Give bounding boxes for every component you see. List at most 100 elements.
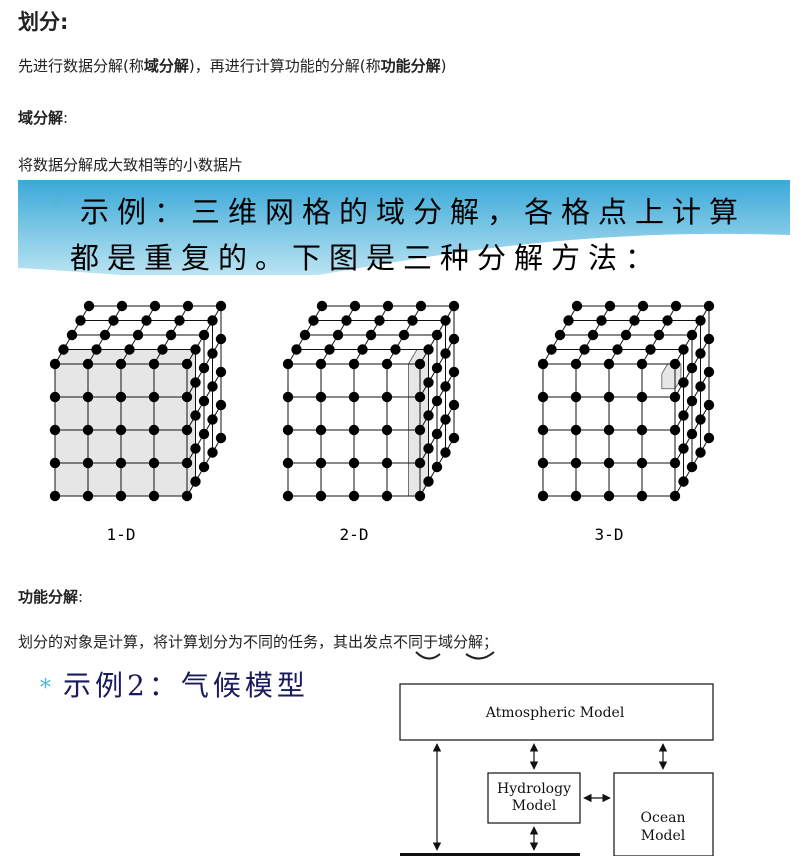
grid-node bbox=[149, 300, 161, 312]
function-subheading-text: 功能分解 bbox=[18, 588, 79, 606]
grid-node bbox=[215, 432, 227, 444]
grid-node bbox=[124, 344, 135, 355]
grid-node bbox=[49, 358, 61, 370]
grid-node bbox=[165, 329, 177, 341]
grid-node bbox=[440, 381, 451, 392]
grid-node bbox=[357, 344, 368, 355]
domain-subheading-colon: : bbox=[63, 109, 69, 127]
grid-node bbox=[440, 315, 451, 326]
grid-node bbox=[348, 424, 360, 436]
grid-node bbox=[299, 329, 311, 341]
grid-node bbox=[341, 315, 352, 326]
function-description: 划分的对象是计算，将计算划分为不同的任务，其出发点不同于域分解； bbox=[18, 633, 499, 651]
grid-node bbox=[570, 424, 582, 436]
grid-node bbox=[670, 300, 682, 312]
grid-node bbox=[291, 344, 302, 355]
grid-node bbox=[82, 424, 94, 436]
grid-node bbox=[603, 457, 615, 469]
grid-node bbox=[546, 344, 557, 355]
grid-node bbox=[636, 358, 648, 370]
atmospheric-model-box bbox=[399, 683, 714, 741]
grid-node bbox=[207, 381, 218, 392]
grid-node bbox=[315, 424, 327, 436]
grid-node bbox=[66, 329, 78, 341]
grid-node bbox=[381, 424, 393, 436]
grid-node bbox=[381, 457, 393, 469]
ocean-label-2: Model bbox=[641, 828, 686, 844]
grid-node bbox=[603, 490, 615, 502]
grid-node bbox=[215, 300, 227, 312]
intro-bold-domain: 域分解 bbox=[143, 57, 189, 75]
grid-node bbox=[148, 457, 160, 469]
grid-node bbox=[695, 348, 706, 359]
grid-node bbox=[148, 424, 160, 436]
grid-node bbox=[414, 358, 426, 370]
grid-node bbox=[703, 366, 715, 378]
grid-node bbox=[198, 362, 210, 374]
grid-node bbox=[431, 461, 443, 473]
grid-node bbox=[181, 358, 193, 370]
grid-node bbox=[116, 300, 128, 312]
grid-node bbox=[554, 329, 566, 341]
section-heading: 划分: bbox=[18, 10, 69, 34]
slide-banner: * 示例：三维网格的域分解，各格点上计算 都是重复的。下图是三种分解方法： bbox=[18, 180, 790, 275]
grid-node bbox=[537, 457, 549, 469]
grid-node bbox=[82, 457, 94, 469]
grid-node bbox=[423, 476, 434, 487]
grid-node bbox=[448, 432, 460, 444]
grid-node bbox=[669, 391, 681, 403]
grid-node bbox=[669, 457, 681, 469]
grid-node bbox=[653, 329, 665, 341]
cube-label-3: 3-D bbox=[595, 525, 624, 544]
grid-node bbox=[678, 410, 689, 421]
grid-node bbox=[49, 424, 61, 436]
grid-node bbox=[382, 300, 394, 312]
grid-node bbox=[645, 344, 656, 355]
grid-node bbox=[115, 424, 127, 436]
grid-node bbox=[315, 490, 327, 502]
grid-node bbox=[82, 391, 94, 403]
grid-node bbox=[215, 366, 227, 378]
grid-node bbox=[414, 457, 426, 469]
column-2d-region bbox=[408, 349, 429, 497]
grid-node bbox=[431, 395, 443, 407]
grid-node bbox=[108, 315, 119, 326]
grid-node bbox=[703, 432, 715, 444]
grid-node bbox=[324, 344, 335, 355]
hydrology-model-box bbox=[487, 772, 581, 824]
grid-node bbox=[91, 344, 102, 355]
grid-node bbox=[198, 395, 210, 407]
intro-text-2: )，再进行计算功能的分解(称 bbox=[188, 57, 381, 75]
grid-node bbox=[537, 391, 549, 403]
function-subheading: 功能分解: bbox=[18, 586, 83, 607]
grid-node bbox=[678, 443, 689, 454]
grid-node bbox=[282, 490, 294, 502]
grid-node bbox=[316, 300, 328, 312]
grid-node bbox=[190, 410, 201, 421]
grid-node bbox=[349, 300, 361, 312]
grid-node bbox=[198, 428, 210, 440]
grid-node bbox=[636, 457, 648, 469]
land-model-box-edge bbox=[400, 853, 580, 856]
bullet-star-icon: * bbox=[50, 194, 62, 222]
grid-node bbox=[620, 329, 632, 341]
grid-node bbox=[686, 461, 698, 473]
grid-node bbox=[308, 315, 319, 326]
grid-node bbox=[332, 329, 344, 341]
grid-node bbox=[190, 476, 201, 487]
grid-node bbox=[686, 329, 698, 341]
grid-node bbox=[83, 300, 95, 312]
grid-node bbox=[374, 315, 385, 326]
grid-node bbox=[686, 362, 698, 374]
grid-node bbox=[448, 333, 460, 345]
grid-node bbox=[695, 414, 706, 425]
grid-node bbox=[315, 457, 327, 469]
grid-node bbox=[407, 315, 418, 326]
grid-node bbox=[49, 490, 61, 502]
grid-node bbox=[440, 348, 451, 359]
grid-node bbox=[703, 300, 715, 312]
grid-node bbox=[75, 315, 86, 326]
grid-node bbox=[282, 391, 294, 403]
grid-node bbox=[571, 300, 583, 312]
grid-node bbox=[414, 424, 426, 436]
